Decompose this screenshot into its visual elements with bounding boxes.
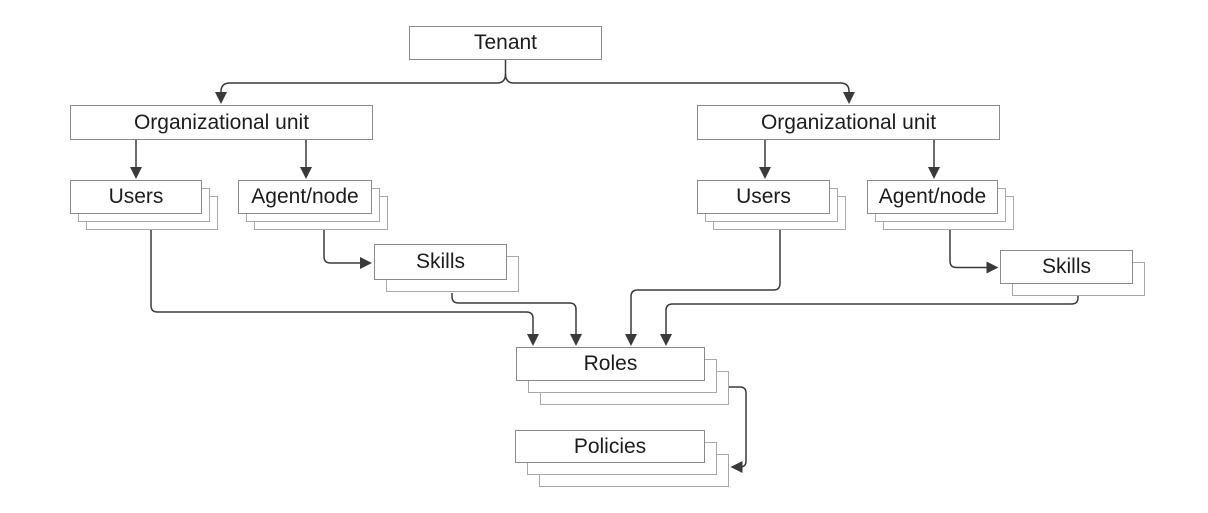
edge-skills-right-roles xyxy=(660,296,1079,346)
edge-tenant-ou-right xyxy=(504,73,855,104)
node-users-right: Users xyxy=(697,180,830,214)
edge-users-left-roles xyxy=(150,230,539,346)
node-agent-node-right: Agent/node xyxy=(867,180,998,214)
node-users-left: Users xyxy=(70,180,202,214)
edge-roles-policies xyxy=(729,386,747,473)
node-organizational-unit-left: Organizational unit xyxy=(70,105,373,140)
node-skills-right: Skills xyxy=(1000,250,1133,284)
node-roles: Roles xyxy=(516,347,705,381)
node-tenant: Tenant xyxy=(409,26,602,60)
node-agent-node-left: Agent/node xyxy=(238,180,372,214)
node-skills-left: Skills xyxy=(374,244,507,280)
edge-tenant-ou-left xyxy=(215,73,507,104)
edge-users-right-roles xyxy=(625,230,781,346)
edge-agent-right-skills-right xyxy=(949,230,999,274)
edge-agent-left-skills-left xyxy=(323,230,372,269)
node-policies: Policies xyxy=(515,430,705,463)
node-organizational-unit-right: Organizational unit xyxy=(697,105,1000,140)
edge-skills-left-roles xyxy=(451,293,582,346)
